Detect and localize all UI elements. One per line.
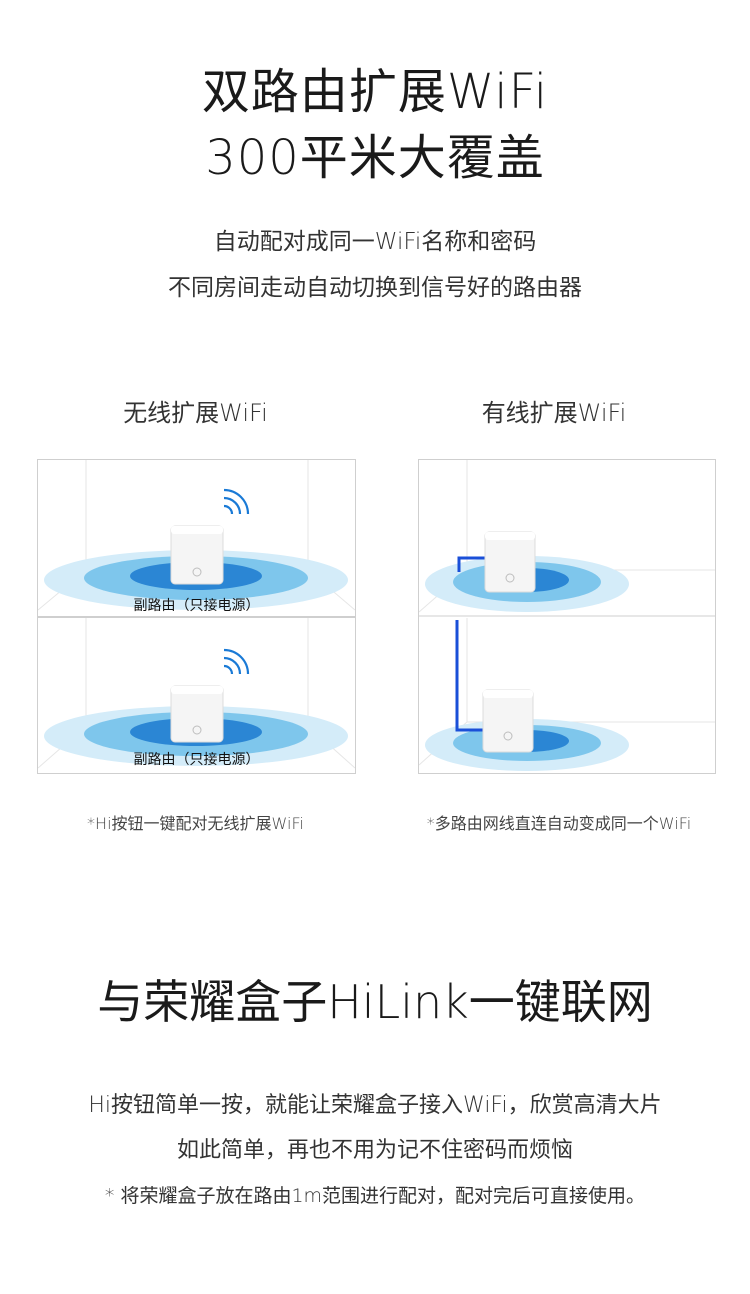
wireless-panel-bottom: 副路由（只接电源） [37, 617, 356, 774]
router-icon [482, 689, 534, 753]
wired-panel [418, 459, 716, 774]
hero-title-line2: 300平米大覆盖 [205, 130, 545, 186]
wireless-panel-top: 副路由（只接电源） [37, 459, 356, 617]
hilink-note: * 将荣耀盒子放在路由1m范围进行配对，配对完后可直接使用。 [104, 1185, 646, 1207]
ethernet-cable [455, 620, 485, 732]
wireless-room-illustration [38, 460, 355, 611]
hero-desc-line1: 自动配对成同一WiFi名称和密码 [213, 229, 537, 255]
wireless-router-label-bottom: 副路由（只接电源） [133, 752, 260, 768]
hilink-desc-line2: 如此简单，再也不用为记不住密码而烦恼 [176, 1138, 573, 1163]
ethernet-cable [457, 556, 485, 572]
router-icon [170, 685, 224, 743]
wired-note: *多路由网线直连自动变成同一个WiFi [426, 814, 692, 833]
hilink-desc-line1: Hi按钮简单一按，就能让荣耀盒子接入WiFi，欣赏高清大片 [88, 1093, 662, 1118]
wireless-room-illustration-2 [38, 618, 355, 769]
wired-heading: 有线扩展WiFi [481, 399, 627, 427]
wifi-waves-icon [223, 488, 250, 515]
wireless-note: *Hi按钮一键配对无线扩展WiFi [87, 814, 304, 833]
router-icon [484, 531, 536, 593]
wired-room-illustration [419, 460, 715, 771]
wireless-heading: 无线扩展WiFi [123, 399, 268, 427]
wireless-router-label-top: 副路由（只接电源） [133, 598, 260, 614]
hero-desc-line2: 不同房间走动自动切换到信号好的路由器 [168, 275, 582, 301]
hero-title-line1: 双路由扩展WiFi [201, 64, 549, 120]
router-icon [170, 525, 224, 585]
wifi-waves-icon [223, 648, 250, 675]
hilink-title: 与荣耀盒子HiLink一键联网 [97, 975, 653, 1029]
